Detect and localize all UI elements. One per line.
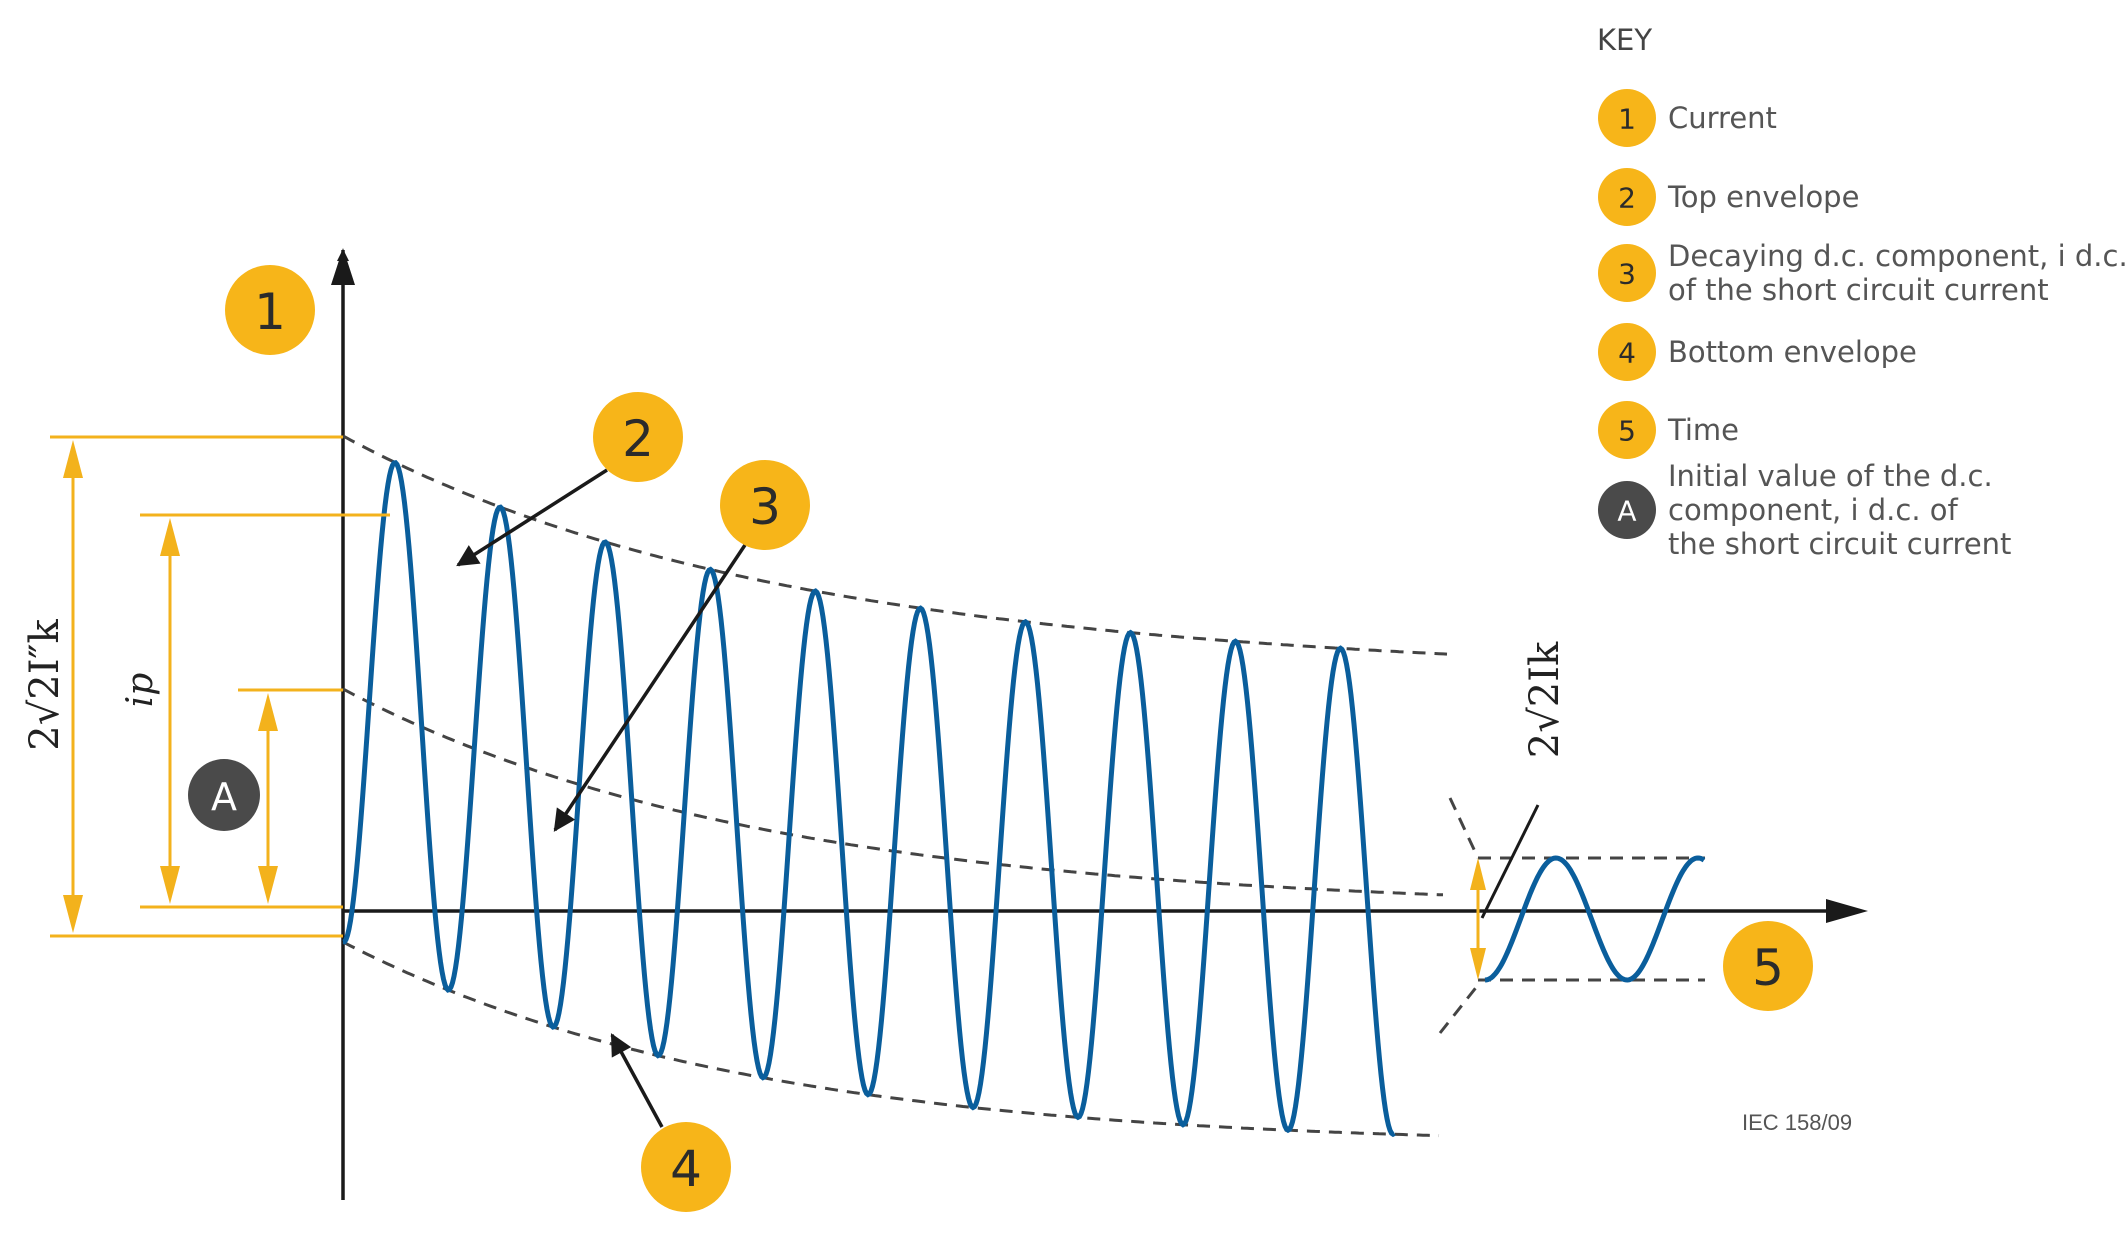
figure-reference: IEC 158/09 xyxy=(1742,1110,1852,1135)
dim-arrow-up xyxy=(1470,858,1486,890)
key-badge-label: 2 xyxy=(1618,182,1636,215)
steady-state-waveform xyxy=(1484,855,1706,983)
key-badge xyxy=(1598,323,1656,381)
top-envelope-transition xyxy=(1448,797,1480,859)
dimension-2root2-ik-initial xyxy=(50,435,343,938)
svg-text:3: 3 xyxy=(749,478,781,536)
callout-bottom-envelope-badge: 4 xyxy=(641,1122,731,1212)
key-item-text: of the short circuit current xyxy=(1668,273,2049,307)
key-item-3: 3 Decaying d.c. component, i d.c.of the s… xyxy=(1598,239,2125,307)
key-badge xyxy=(1598,89,1656,147)
dim-arrow-down xyxy=(258,866,278,904)
current-waveform xyxy=(342,459,1396,1138)
callout-current-badge: 1 xyxy=(225,265,315,355)
dim-arrow-down xyxy=(63,895,83,933)
bottom-envelope-transition xyxy=(1438,984,1480,1034)
dimension-initial-dc xyxy=(238,688,343,909)
key-badge-label: 1 xyxy=(1618,103,1636,136)
key-badge xyxy=(1598,481,1656,539)
key-item-text: Bottom envelope xyxy=(1668,335,1917,369)
key-item-2: 2 Top envelope xyxy=(1598,168,1859,226)
dim-arrow-up xyxy=(258,693,278,731)
label-2root2-ik-initial: 2√2I″k xyxy=(22,619,68,751)
svg-text:4: 4 xyxy=(670,1140,702,1198)
dim-arrow-down xyxy=(160,866,180,904)
key-panel: KEY 1 Current 2 Top envelope 3 Decaying d.c. … xyxy=(1597,23,2125,561)
key-badge-label: 3 xyxy=(1618,258,1636,291)
leader-arrow-top-envelope xyxy=(456,468,608,567)
callout-initial-dc-badge: A xyxy=(188,759,260,831)
dim-arrow-up xyxy=(160,518,180,556)
key-item-text: the short circuit current xyxy=(1668,527,2011,561)
svg-text:5: 5 xyxy=(1752,939,1784,997)
y-axis-arrowhead xyxy=(331,248,355,285)
leader-arrow-dc-component xyxy=(553,544,747,832)
key-item-text: Top envelope xyxy=(1667,180,1859,214)
top-envelope-curve xyxy=(342,434,1448,656)
key-item-text: component, i d.c. of xyxy=(1668,493,1959,527)
svg-text:A: A xyxy=(211,775,237,819)
key-item-text: Initial value of the d.c. xyxy=(1668,459,1993,493)
key-item-5: 5 Time xyxy=(1598,401,1739,459)
key-badge-label: 5 xyxy=(1618,415,1636,448)
key-item-text: Decaying d.c. component, i d.c. xyxy=(1668,239,2125,273)
key-badge xyxy=(1598,401,1656,459)
label-2root2-ik-steady: 2√2Ik xyxy=(1522,641,1568,758)
key-badge xyxy=(1598,244,1656,302)
leader-arrow-bottom-envelope xyxy=(610,1033,664,1128)
callout-top-envelope-badge: 2 xyxy=(593,392,683,482)
svg-text:1: 1 xyxy=(254,283,286,341)
key-title: KEY xyxy=(1597,23,1652,57)
key-badge-label: A xyxy=(1617,495,1636,528)
callout-time-badge: 5 xyxy=(1723,921,1813,1011)
key-item-text: Time xyxy=(1667,413,1739,447)
key-item-4: 4 Bottom envelope xyxy=(1598,323,1917,381)
callout-dc-component-badge: 3 xyxy=(720,460,810,550)
key-item-a: A Initial value of the d.c.component, i d… xyxy=(1598,459,2011,561)
svg-text:2: 2 xyxy=(622,410,654,468)
steady-state-leader xyxy=(1480,804,1540,919)
label-ip: ip xyxy=(120,673,161,708)
dim-arrow-down xyxy=(1470,948,1486,980)
dim-arrow-up xyxy=(63,440,83,478)
key-badge xyxy=(1598,168,1656,226)
key-badge-label: 4 xyxy=(1618,337,1636,370)
x-axis-arrowhead xyxy=(1826,899,1868,923)
bottom-envelope-curve xyxy=(342,940,1440,1138)
key-item-1: 1 Current xyxy=(1598,89,1777,147)
key-item-text: Current xyxy=(1668,101,1777,135)
